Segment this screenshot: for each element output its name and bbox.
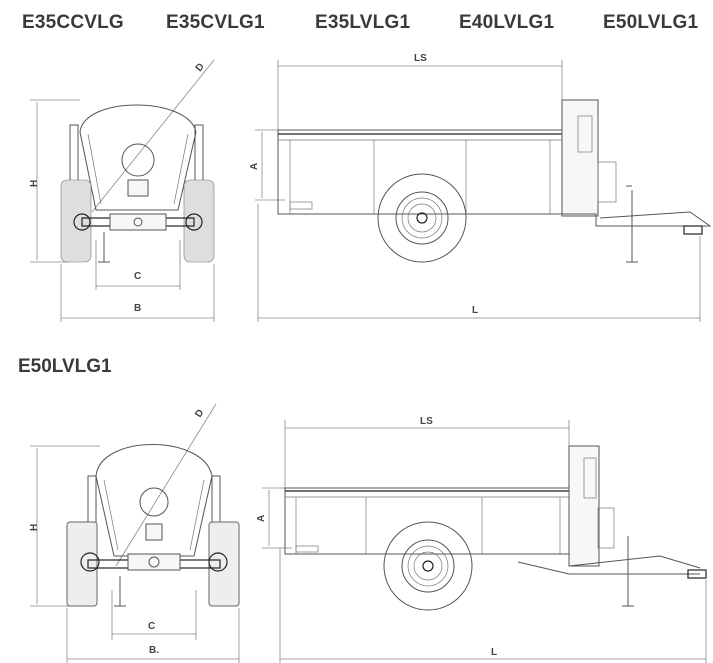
dim-label-ls: LS	[414, 53, 427, 64]
dim-label-l: L	[472, 305, 478, 316]
model-name: E35CCVLG	[22, 12, 124, 33]
dim-label-ls: LS	[420, 416, 433, 427]
dim-label-l: L	[491, 647, 497, 658]
side-view-top: LS A L	[249, 53, 712, 322]
side-view-bottom: LS A L	[256, 416, 707, 663]
dim-label-b: B	[134, 303, 141, 314]
front-view-bottom: D H C B.	[29, 403, 240, 663]
model-name: E40LVLG1	[459, 12, 555, 33]
dim-label-c: C	[134, 271, 141, 282]
model-name: E50LVLG1	[603, 12, 699, 33]
section-title: E50LVLG1	[18, 356, 112, 377]
dim-label-a: A	[249, 163, 260, 170]
dim-label-c: C	[148, 621, 155, 632]
dim-label-a: A	[256, 515, 267, 522]
model-name: E35CVLG1	[166, 12, 265, 33]
dim-label-b: B.	[149, 645, 159, 656]
front-view-top: D H C B	[29, 59, 215, 322]
model-list: E35CCVLG E35CVLG1 E35LVLG1 E40LVLG1 E50L…	[0, 8, 713, 38]
dim-label-h: H	[29, 180, 40, 187]
dim-label-h: H	[29, 524, 40, 531]
dim-label-d: D	[193, 408, 206, 420]
model-name: E35LVLG1	[315, 12, 411, 33]
